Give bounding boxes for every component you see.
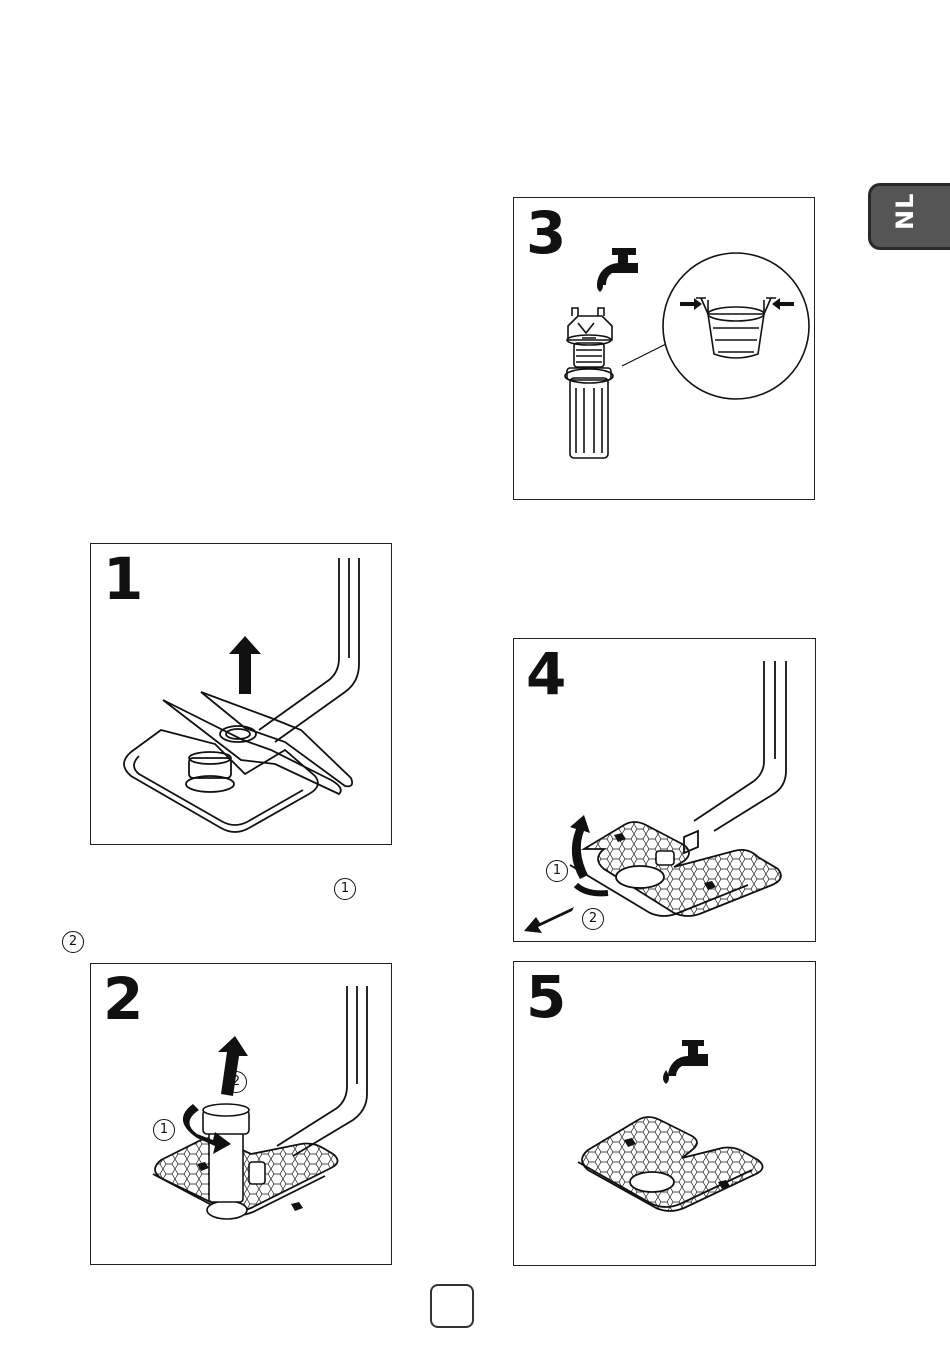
filter-rinse-illustration — [514, 198, 816, 501]
callout-2: 2 — [582, 908, 604, 930]
callout-1: 1 — [546, 860, 568, 882]
filter-twist-illustration — [91, 964, 393, 1266]
arrow-up-icon — [229, 636, 261, 694]
filter-plate-rinse-illustration — [514, 962, 817, 1267]
figure-step-5: 5 — [513, 961, 816, 1266]
callout-2: 2 — [225, 1071, 247, 1093]
callout-1: 1 — [153, 1119, 175, 1141]
marker-2: 2 — [62, 931, 84, 953]
arrow-pull-icon — [524, 907, 574, 933]
figure-step-3: 3 — [513, 197, 815, 500]
language-tab: NL — [868, 183, 950, 250]
language-label: NL — [891, 190, 919, 230]
figure-step-1: 1 — [90, 543, 392, 845]
filter-removal-illustration — [514, 639, 817, 943]
faucet-icon — [597, 248, 638, 292]
figure-step-4: 4 1 2 — [513, 638, 816, 942]
spray-arm-removal-illustration — [91, 544, 393, 846]
figure-step-2: 2 1 2 — [90, 963, 392, 1265]
marker-1: 1 — [334, 878, 356, 900]
page-number-box — [430, 1284, 474, 1328]
faucet-icon — [663, 1040, 708, 1084]
